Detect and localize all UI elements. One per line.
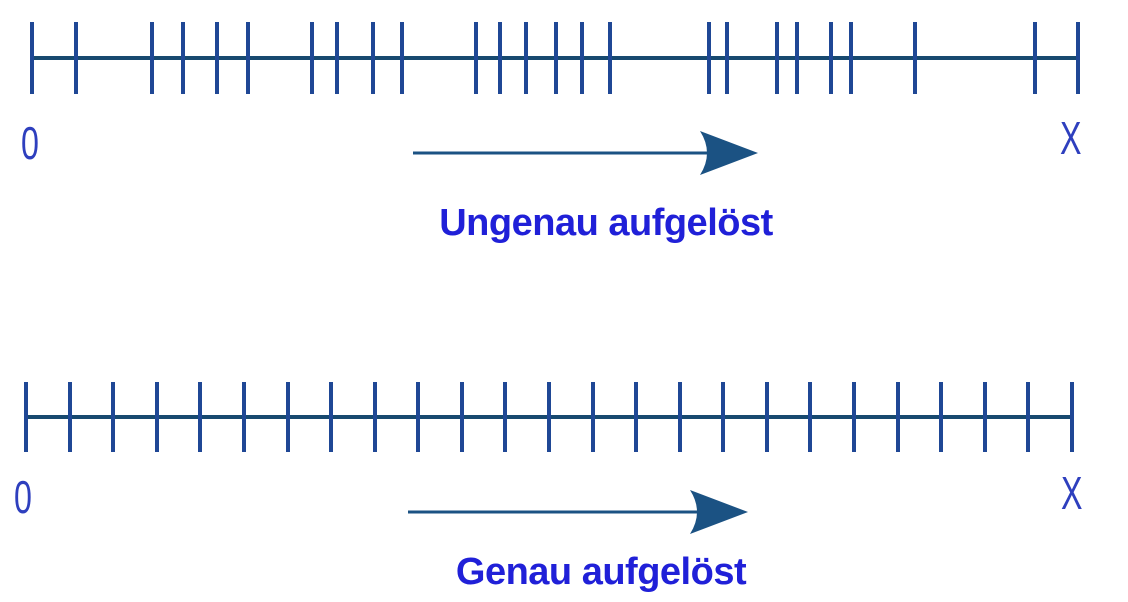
caption-coarse-resolution: Ungenau aufgelöst bbox=[439, 202, 773, 244]
end-label-bottom: X bbox=[1061, 467, 1083, 519]
end-label-top: X bbox=[1060, 112, 1082, 164]
arrow-head-icon bbox=[690, 490, 748, 534]
origin-label-bottom: 0 bbox=[14, 471, 32, 523]
caption-fine-resolution: Genau aufgelöst bbox=[455, 551, 747, 593]
arrow-head-icon bbox=[700, 131, 758, 175]
origin-label-top: 0 bbox=[21, 117, 39, 169]
